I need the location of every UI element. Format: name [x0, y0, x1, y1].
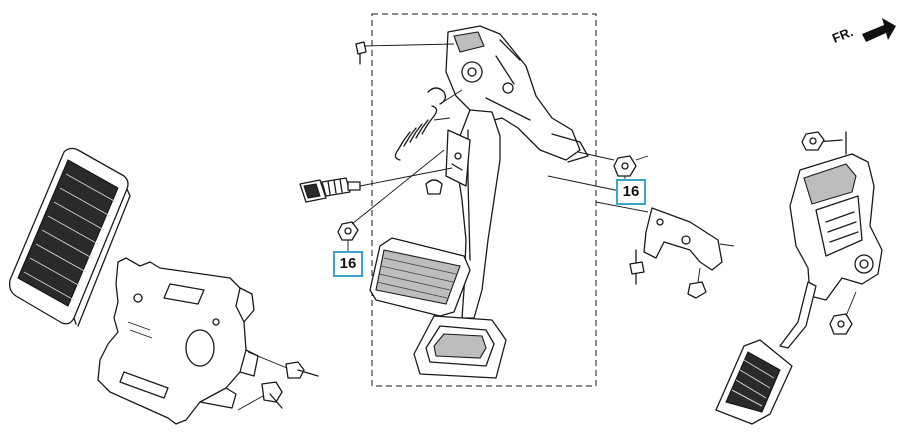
assembly-group-outline [371, 13, 597, 387]
bracket-icon [97, 257, 259, 425]
nut-icon [337, 41, 455, 252]
front-arrow-icon [862, 18, 896, 42]
return-spring-icon [394, 87, 463, 161]
bracket-icon [595, 201, 735, 299]
accelerator-pedal-module-icon [715, 131, 883, 425]
callout-nut-center[interactable]: 16 [333, 251, 363, 277]
bolt-icon [237, 351, 319, 411]
brake-pedal-pad-icon [369, 237, 471, 317]
stop-switch-icon [299, 167, 453, 203]
callout-nut-right[interactable]: 16 [616, 179, 646, 205]
accelerator-pedal-pad-icon [8, 147, 131, 327]
nut-icon [547, 151, 649, 195]
pedal-assembly-icon [413, 25, 589, 379]
